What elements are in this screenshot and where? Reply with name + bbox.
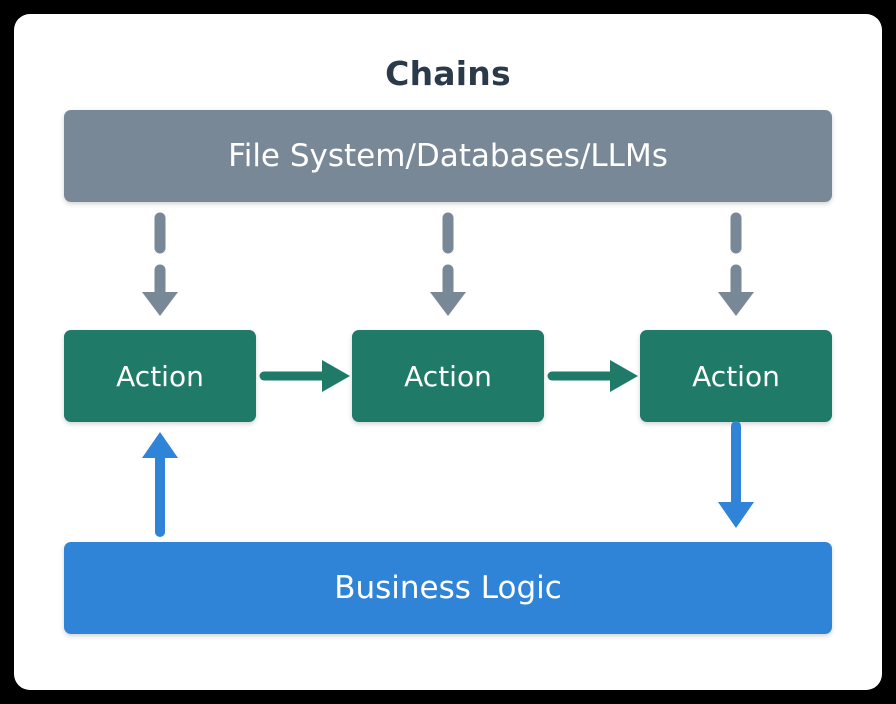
connector-action-3-to-business-logic-icon xyxy=(718,421,754,528)
node-action-3-label: Action xyxy=(692,359,780,393)
node-resources[interactable]: File System/Databases/LLMs xyxy=(64,110,832,202)
node-action-1[interactable]: Action xyxy=(64,330,256,422)
page-title: Chains xyxy=(385,54,511,93)
connector-resources-to-action-2-icon xyxy=(430,212,466,316)
node-action-1-label: Action xyxy=(116,359,204,393)
node-business-logic[interactable]: Business Logic xyxy=(64,542,832,634)
node-action-3[interactable]: Action xyxy=(640,330,832,422)
node-action-2-label: Action xyxy=(404,359,492,393)
connector-business-logic-to-action-1-icon xyxy=(142,432,178,537)
diagram-card: Chains File System/Databases/LLMs Action… xyxy=(14,14,882,690)
connector-resources-to-action-1-icon xyxy=(142,212,178,316)
node-business-logic-label: Business Logic xyxy=(334,570,562,606)
node-action-2[interactable]: Action xyxy=(352,330,544,422)
node-resources-label: File System/Databases/LLMs xyxy=(228,138,668,174)
connector-action-1-to-action-2-icon xyxy=(259,360,350,392)
connector-resources-to-action-3-icon xyxy=(718,212,754,316)
connector-action-2-to-action-3-icon xyxy=(547,360,638,392)
